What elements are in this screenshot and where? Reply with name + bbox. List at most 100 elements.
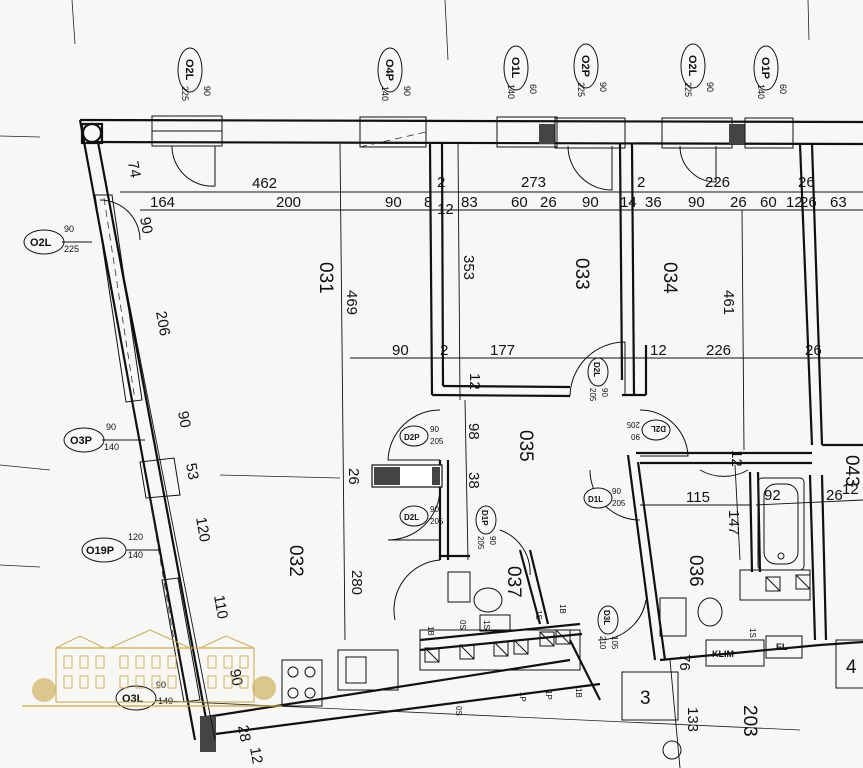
svg-text:120: 120: [128, 532, 143, 542]
dim-36: 36: [645, 194, 662, 211]
room-037: 037: [503, 566, 524, 598]
kitchen-sink: [337, 649, 399, 691]
dim-90l2: 90: [174, 410, 194, 429]
svg-text:90: 90: [430, 505, 439, 514]
svg-text:60: 60: [778, 84, 788, 94]
room-036: 036: [685, 555, 706, 587]
room-033: 033: [571, 258, 592, 290]
dim-74: 74: [124, 160, 144, 179]
dim-469: 469: [343, 290, 360, 315]
dim-147: 147: [725, 510, 742, 535]
opening-tag-left-1: O2L 90 225: [23, 224, 92, 255]
room-4: 4: [846, 657, 857, 678]
dim-2a: 2: [437, 174, 445, 191]
svg-text:0S: 0S: [458, 620, 467, 630]
room-043: 043: [841, 455, 862, 487]
shaft-3: [621, 671, 679, 721]
dim-28l: 28: [234, 724, 254, 743]
svg-text:225: 225: [64, 244, 79, 254]
left-opening-tags: O2L 90 225 O3P 90 140 O19P 120 140 O3L 9…: [23, 224, 173, 711]
svg-text:1B: 1B: [558, 604, 567, 614]
dim-12m: 12: [842, 481, 859, 498]
dim-90a: 90: [385, 194, 402, 211]
sheet-guides: [0, 0, 810, 731]
toilet: [697, 597, 723, 627]
dim-226: 226: [705, 174, 730, 191]
dim-164: 164: [150, 194, 175, 211]
kitchen-counter: [281, 659, 323, 707]
dim-273: 273: [521, 174, 546, 191]
palace-logo: [22, 629, 282, 707]
svg-text:1S: 1S: [748, 628, 757, 638]
svg-text:205: 205: [476, 536, 485, 550]
svg-text:O2L: O2L: [686, 55, 698, 77]
door-tag-d3l: D3L 105 210: [597, 605, 619, 650]
dim-115: 115: [686, 489, 710, 506]
dim-90l1: 90: [136, 216, 156, 235]
svg-text:90: 90: [202, 86, 212, 96]
opening-tag-top-6: O1P 60 140: [753, 45, 788, 99]
svg-text:140: 140: [104, 442, 119, 452]
svg-text:60: 60: [528, 84, 538, 94]
svg-text:140: 140: [380, 86, 390, 101]
room-3: 3: [640, 688, 651, 709]
svg-text:1S: 1S: [534, 610, 543, 620]
dim-26m: 26: [826, 487, 843, 504]
dim-26a: 26: [540, 194, 557, 211]
washing-machine: [659, 597, 687, 637]
dim-12v2: 12: [728, 450, 745, 467]
dimension-lines: [104, 143, 863, 768]
door-swings: [387, 341, 749, 641]
svg-text:225: 225: [683, 82, 693, 97]
opening-tag-top-3: O1L 60 140: [503, 45, 538, 99]
left-wall-dimensions: 74 90 206 90 53 120 110 90 28 12: [124, 160, 266, 765]
top-opening-tags: O2L 90 225 O4P 90 140 O1L 60 140 O2P 90 …: [177, 43, 788, 101]
dim-98: 98: [465, 423, 482, 440]
svg-text:D3L: D3L: [602, 610, 611, 625]
svg-text:D1P: D1P: [480, 510, 489, 526]
svg-text:90: 90: [631, 432, 640, 441]
svg-text:O1L: O1L: [509, 57, 521, 79]
svg-text:O3P: O3P: [70, 435, 92, 447]
el-label: EL: [776, 642, 788, 652]
svg-text:1S: 1S: [482, 620, 491, 630]
room-203: 203: [739, 705, 760, 737]
svg-text:O2L: O2L: [183, 59, 195, 81]
dim-461: 461: [720, 290, 737, 315]
dim-2b: 2: [637, 174, 645, 191]
svg-text:90: 90: [106, 422, 116, 432]
svg-text:O2P: O2P: [579, 55, 591, 77]
svg-text:1B: 1B: [574, 688, 583, 698]
dim-200: 200: [276, 194, 301, 211]
svg-text:205: 205: [626, 420, 640, 429]
opening-tag-top-1: O2L 90 225: [177, 47, 212, 101]
fixtures: [281, 477, 863, 760]
dim-12b: 12: [786, 194, 803, 211]
svg-text:90: 90: [430, 425, 439, 434]
dim-38: 38: [465, 472, 482, 489]
svg-text:O19P: O19P: [86, 545, 114, 557]
svg-text:D2L: D2L: [651, 424, 666, 433]
door-tag-d2l: D2L 90 205: [399, 505, 444, 527]
svg-text:O2L: O2L: [30, 237, 52, 249]
dim-mid-2: 2: [440, 342, 448, 359]
svg-text:90: 90: [705, 82, 715, 92]
svg-text:90: 90: [402, 86, 412, 96]
svg-text:O1P: O1P: [759, 57, 771, 79]
svg-text:205: 205: [430, 517, 444, 526]
svg-text:90: 90: [488, 536, 497, 545]
svg-text:105: 105: [610, 636, 619, 650]
svg-text:140: 140: [506, 84, 516, 99]
dim-462: 462: [252, 175, 277, 192]
opening-tag-left-2: O3P 90 140: [63, 422, 145, 453]
dim-mid-26: 26: [805, 342, 822, 359]
misc-dimensions: 115 92 26 12: [686, 481, 859, 506]
svg-text:0S: 0S: [454, 706, 463, 716]
door-tag-d1p: D1P 90 205: [475, 505, 497, 550]
left-windows: [94, 194, 201, 703]
door-tag-d2l-c: D2L 90 205: [626, 419, 671, 441]
dim-mid-226: 226: [706, 342, 731, 359]
dim-14: 14: [620, 194, 637, 211]
dim-110l: 110: [210, 594, 231, 621]
dim-60b: 60: [760, 194, 777, 211]
